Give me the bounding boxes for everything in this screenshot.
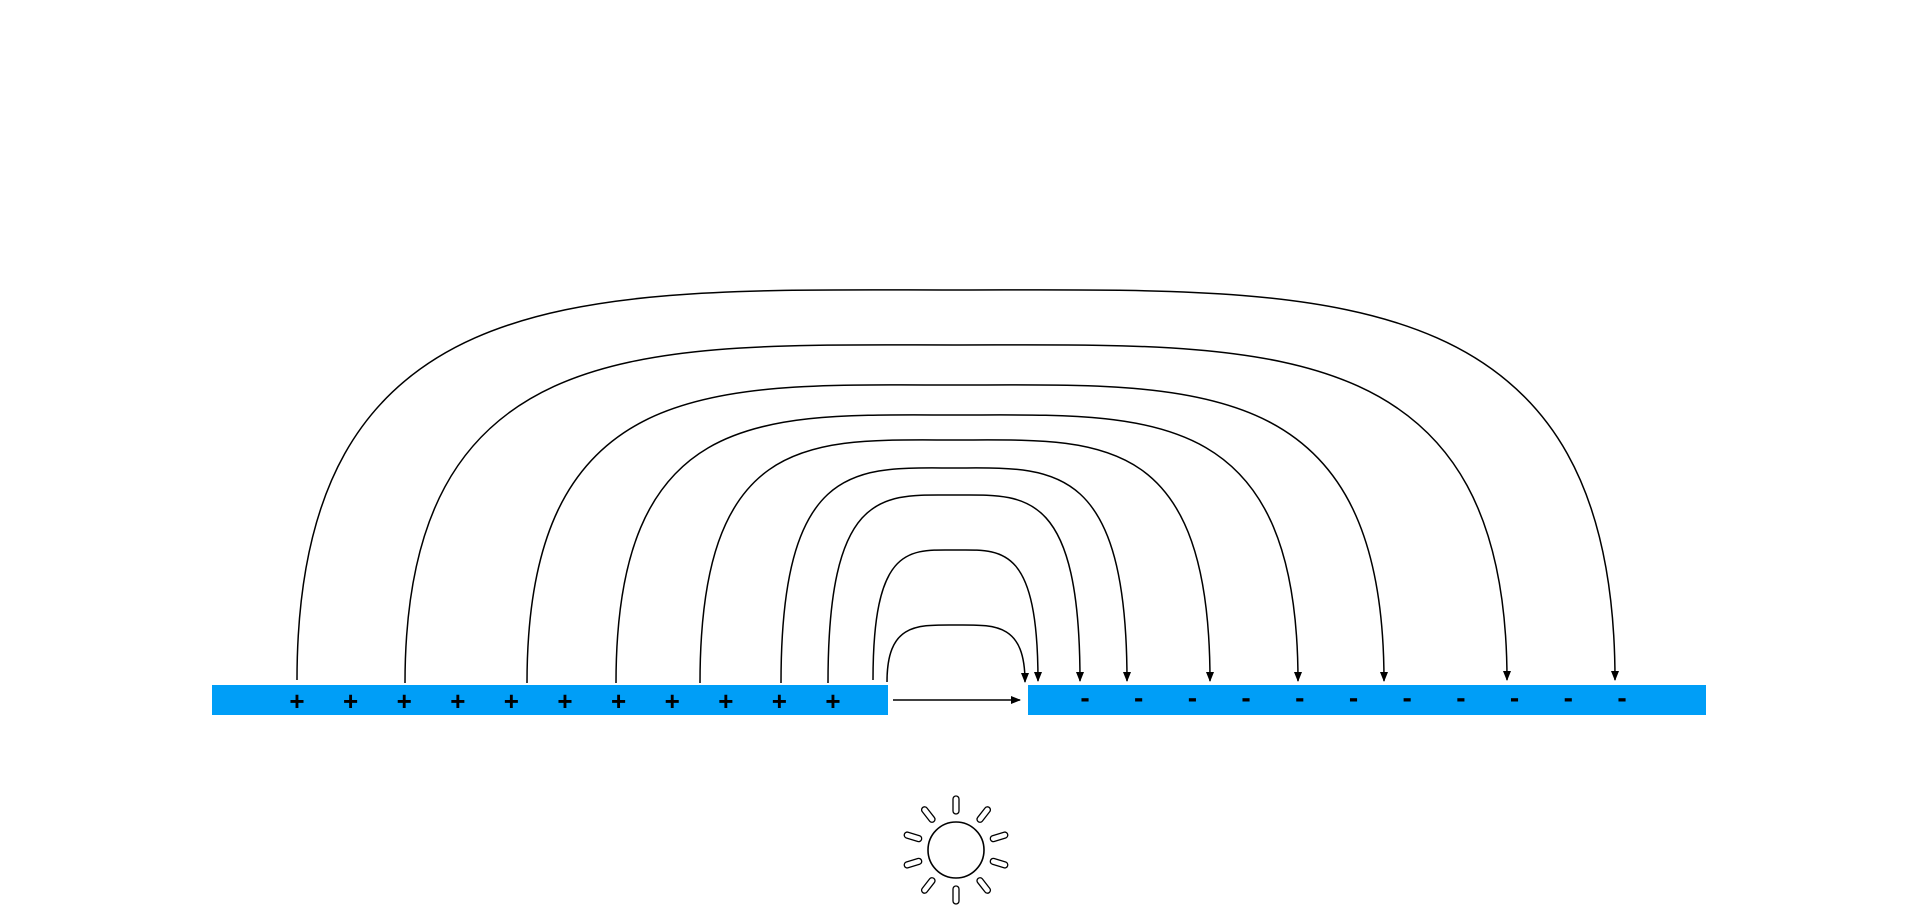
sun-icon — [903, 795, 1009, 905]
minus-sign: - — [1134, 682, 1143, 713]
minus-sign: - — [1349, 682, 1358, 713]
sun-ray — [976, 806, 992, 823]
sun-ray — [903, 857, 923, 869]
minus-sign: - — [1403, 682, 1412, 713]
minus-sign: - — [1241, 682, 1250, 713]
minus-sign: - — [1510, 682, 1519, 713]
sun-ray — [952, 885, 960, 905]
sun-ray — [903, 831, 923, 843]
plus-sign: + — [611, 686, 626, 716]
sun-ray — [989, 857, 1009, 869]
positive-plate — [212, 685, 888, 715]
field-line-arc — [296, 289, 1619, 681]
minus-sign: - — [1456, 682, 1465, 713]
plus-sign: + — [397, 686, 412, 716]
field-line-arc — [699, 439, 1214, 684]
field-line-arc — [780, 467, 1131, 684]
minus-sign: - — [1617, 682, 1626, 713]
plus-sign: + — [343, 686, 358, 716]
sun-ray — [976, 877, 992, 894]
field-line-arc — [827, 494, 1084, 684]
negative-plate — [1028, 685, 1706, 715]
field-line-arc — [526, 384, 1388, 684]
minus-sign: - — [1564, 682, 1573, 713]
minus-sign: - — [1295, 682, 1304, 713]
negative-charges: ----------- — [1080, 682, 1626, 713]
field-line-arc — [886, 624, 1029, 683]
plus-sign: + — [772, 686, 787, 716]
minus-sign: - — [1080, 682, 1089, 713]
field-line-arc — [615, 414, 1302, 684]
plus-sign: + — [665, 686, 680, 716]
plus-sign: + — [289, 686, 304, 716]
plus-sign: + — [450, 686, 465, 716]
sun-ray — [952, 795, 960, 815]
plus-sign: + — [825, 686, 840, 716]
sun-disk — [927, 821, 985, 879]
minus-sign: - — [1188, 682, 1197, 713]
sun-ray — [989, 831, 1009, 843]
field-lines — [296, 289, 1619, 704]
sun-ray — [920, 877, 936, 894]
field-line-arc — [872, 549, 1042, 682]
positive-charges: + + + + + + + + + + + — [289, 686, 840, 716]
sun-ray — [920, 806, 936, 823]
plus-sign: + — [557, 686, 572, 716]
field-line-arc — [404, 344, 1511, 684]
plus-sign: + — [504, 686, 519, 716]
plus-sign: + — [718, 686, 733, 716]
